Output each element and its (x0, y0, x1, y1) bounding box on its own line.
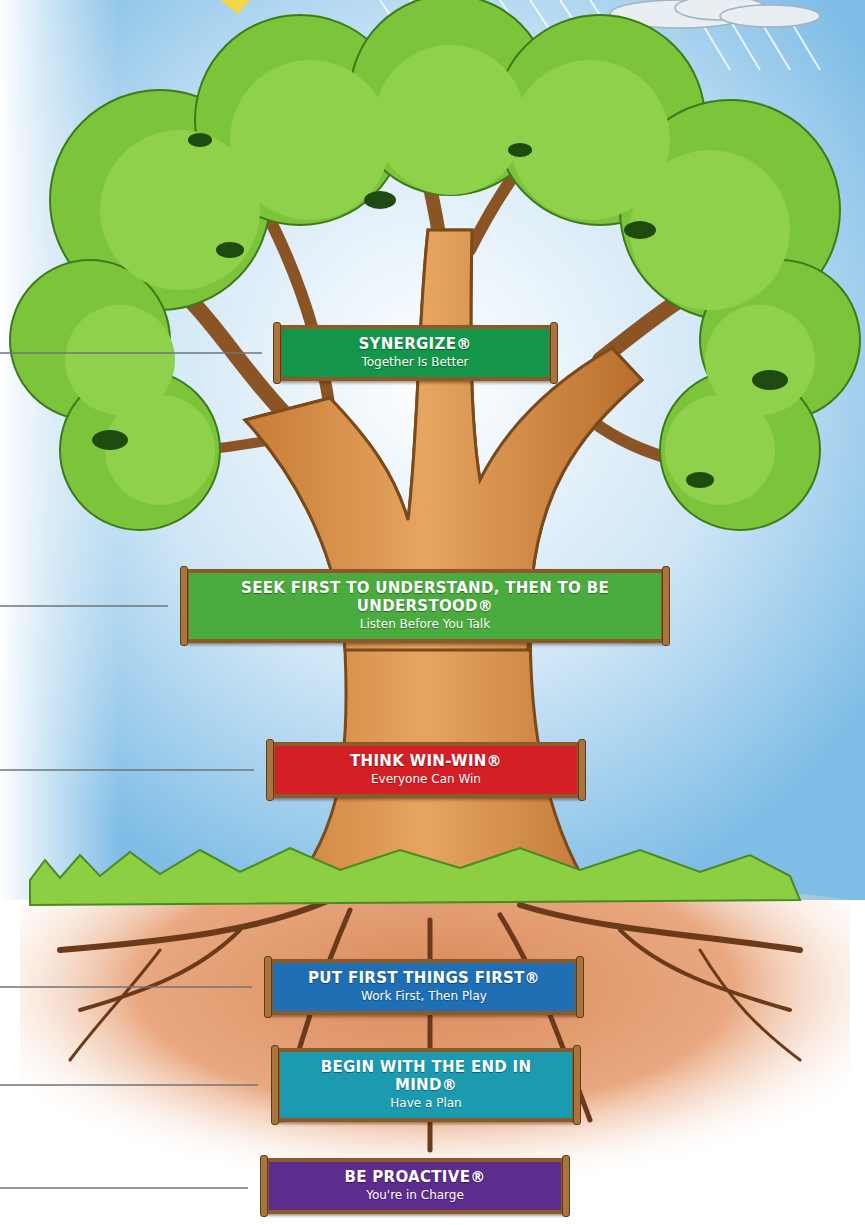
habit-title: BEGIN WITH THE END IN MIND® (294, 1058, 558, 1094)
habit-sign: THINK WIN-WIN® Everyone Can Win (271, 742, 581, 799)
habit-title: SYNERGIZE® (296, 335, 535, 353)
habit-sign: BEGIN WITH THE END IN MIND® Have a Plan (276, 1048, 576, 1123)
habit-title: THINK WIN-WIN® (289, 752, 563, 770)
habit-motto: Work First, Then Play (287, 989, 561, 1005)
habit-motto: Together Is Better (296, 355, 535, 371)
habit-motto: Listen Before You Talk (203, 617, 647, 633)
habit-motto: Everyone Can Win (289, 772, 563, 788)
habit-sign: BE PROACTIVE® You're in Charge (265, 1158, 565, 1215)
habit-motto: Have a Plan (294, 1096, 558, 1112)
habit-title: BE PROACTIVE® (283, 1168, 547, 1186)
habit-title: PUT FIRST THINGS FIRST® (287, 969, 561, 987)
habit-title: SEEK FIRST TO UNDERSTAND, THEN TO BE UND… (203, 579, 647, 615)
habit-sign: SYNERGIZE® Together Is Better (278, 325, 553, 382)
habit-sign: SEEK FIRST TO UNDERSTAND, THEN TO BE UND… (185, 569, 665, 644)
habit-motto: You're in Charge (283, 1188, 547, 1204)
habit-sign: PUT FIRST THINGS FIRST® Work First, Then … (269, 959, 579, 1016)
